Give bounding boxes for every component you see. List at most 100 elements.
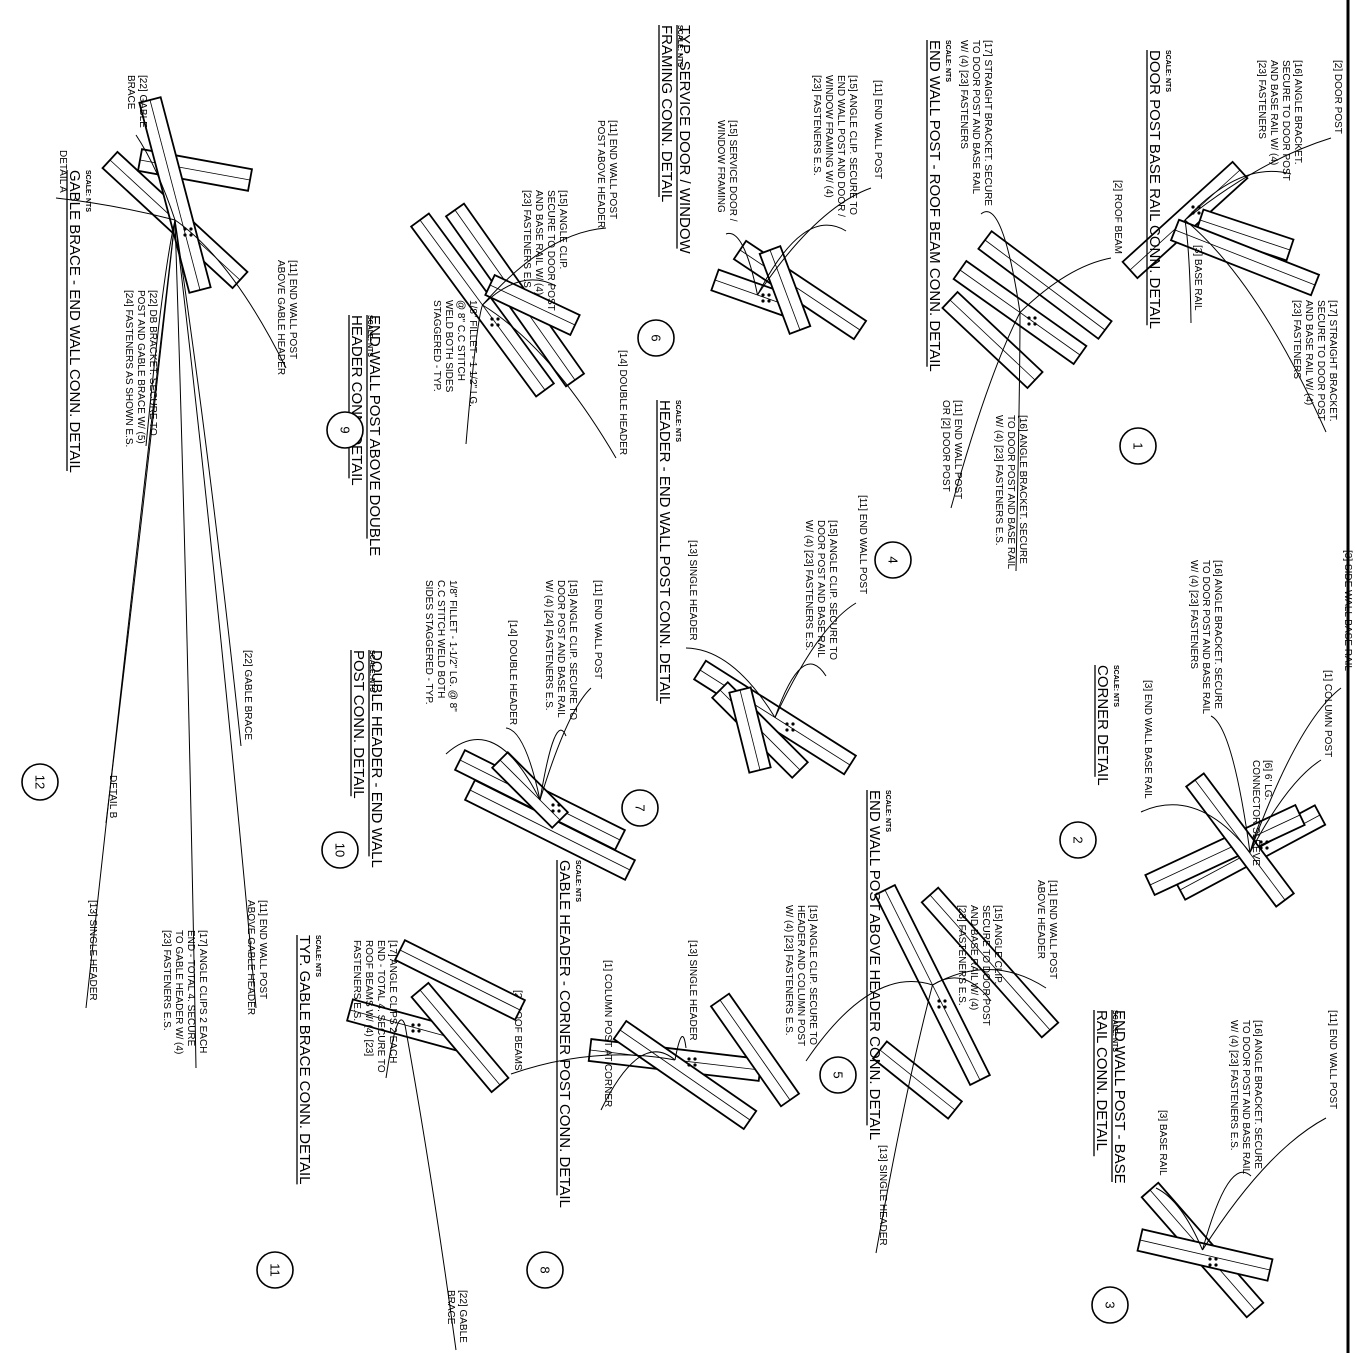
scale-note: SCALE: NTS (676, 25, 683, 67)
leader-line (1184, 219, 1192, 324)
callout-text: [1] COLUMN POST (1322, 670, 1333, 757)
fastener (557, 803, 561, 807)
detail-number: 5 (831, 1071, 846, 1078)
callout-text: [14] DOUBLE HEADER (507, 620, 518, 725)
member-edge (1139, 1239, 1271, 1271)
callout-label: [1] COLUMN POST (1322, 670, 1333, 757)
callout-text: SECURE TO DOOR POST (980, 905, 991, 1026)
callout-text: [3] END WALL BASE RAIL (1142, 680, 1153, 799)
scale-note: SCALE: NTS (1111, 1010, 1118, 1052)
callout-text: [2] ROOF BEAM (1112, 180, 1123, 254)
callout-text: DETAIL B (107, 775, 118, 819)
callout-text: [22] GABLE BRACE (242, 650, 253, 740)
leader-line (600, 1051, 676, 1111)
detail-number: 10 (333, 843, 348, 857)
fastener (411, 1029, 415, 1033)
fastener (417, 1023, 421, 1027)
leader-line (1184, 170, 1292, 221)
callout-text: [16] ANGLE BRACKET. SECURE (1252, 1020, 1263, 1169)
member-edge (719, 999, 791, 1101)
detail-number: 12 (33, 775, 48, 789)
fastener (1027, 316, 1031, 320)
callout-text: END - TOTAL 4. SECURE TO (375, 940, 386, 1073)
callout-text: [11] END WALL POST (1327, 1010, 1338, 1109)
member-edge (489, 284, 576, 326)
callout-label: 1/8" FILLET - 1-1/2" LG.@ 8" C.C STITCHW… (431, 300, 478, 407)
member-edge (1174, 229, 1316, 286)
callout-text: [13] SINGLE HEADER (687, 940, 698, 1041)
leader-line (404, 1024, 457, 1351)
member-edge (1194, 779, 1286, 901)
fastener (1033, 322, 1037, 326)
callout-text: POST ABOVE HEADER (595, 120, 606, 228)
callout-text: C.C STITCH WELD BOTH (435, 580, 446, 698)
scale-note: SCALE: NTS (1164, 50, 1171, 92)
leader-line (1210, 715, 1251, 853)
callout-label: [11] END WALL POST (857, 495, 868, 594)
callout-text: [23] FASTENERS (1256, 60, 1267, 139)
scale-note: SCALE: NTS (884, 790, 891, 832)
callout-label: [13] SINGLE HEADER (877, 1145, 888, 1246)
callout-text: TO DOOR POST AND BASE RAIL (970, 40, 981, 195)
callout-text: WELD BOTH SIDES (443, 300, 454, 393)
fastener (189, 227, 193, 231)
callout-text: [11] END WALL POST (607, 120, 618, 219)
callout-text: [17] ANGLE CLIPS 2 EACH (387, 940, 398, 1063)
fastener (761, 299, 765, 303)
detail-title: GABLE HEADER - CORNER POST CONN. DETAIL (556, 860, 573, 1208)
callout-text: W/ (4) [23] FASTENERS (1188, 560, 1199, 669)
callout-text: POST AND GABLE BRACE W/ (5) (135, 290, 146, 444)
callout-text: [2] ROOF BEAMS (512, 990, 523, 1071)
callout-text: AND BASE RAIL W/ (4) (533, 190, 544, 295)
leader-line (482, 279, 557, 306)
fastener (417, 1029, 421, 1033)
callout-text: [23] FASTENERS E.S. (161, 930, 172, 1031)
detail-number-bubble (1059, 821, 1097, 859)
fastener (551, 803, 555, 807)
leader-line (1202, 1171, 1252, 1251)
callout-text: ABOVE GABLE HEADER (275, 260, 286, 375)
callout-label: [3] END WALL BASE RAIL (1142, 680, 1153, 799)
detail-2-sketch (1144, 772, 1327, 908)
detail-12-sketch (101, 96, 254, 294)
fastener (761, 293, 765, 297)
callout-text: 1/8" FILLET - 1-1/2" LG. @ 8" (447, 580, 458, 712)
leader-line (1155, 1187, 1203, 1251)
member-edge (469, 789, 631, 871)
detail-title: TYP. GABLE BRACE CONN. DETAIL (296, 935, 313, 1185)
callout-text: SIDES STAGGERED - TYP. (423, 580, 434, 704)
callout-text: DETAIL A (57, 150, 68, 193)
fastener (1265, 840, 1269, 844)
callout-text: [14] DOUBLE HEADER (617, 350, 628, 455)
callout-text: ROOF BEAMS W/ (4) [23] (363, 940, 374, 1056)
callout-label: [3] BASE RAIL (1157, 1110, 1168, 1176)
leader-line (1140, 804, 1251, 853)
callout-text: FASTENERS E.S. (351, 940, 362, 1021)
callout-text: ABOVE GABLE HEADER (245, 900, 256, 1015)
detail-number-bubble (321, 831, 359, 869)
member-edge (949, 299, 1036, 381)
callout-text: SECURE TO DOOR POST (545, 190, 556, 311)
callout-text: [1] COLUMN POST AT CORNER (602, 960, 613, 1107)
callout-text: [3] BASE RAIL (1157, 1110, 1168, 1176)
callout-label: [2] ROOF BEAM (1112, 180, 1123, 254)
detail-number: 11 (268, 1263, 283, 1277)
detail-number-bubble (256, 1251, 294, 1289)
scale-note: SCALE: NTS (944, 40, 951, 82)
detail-title: HEADER CONN. DETAIL (348, 315, 365, 486)
callout-label: [22] GABLE BRACE (242, 650, 253, 740)
fastener (785, 722, 789, 726)
